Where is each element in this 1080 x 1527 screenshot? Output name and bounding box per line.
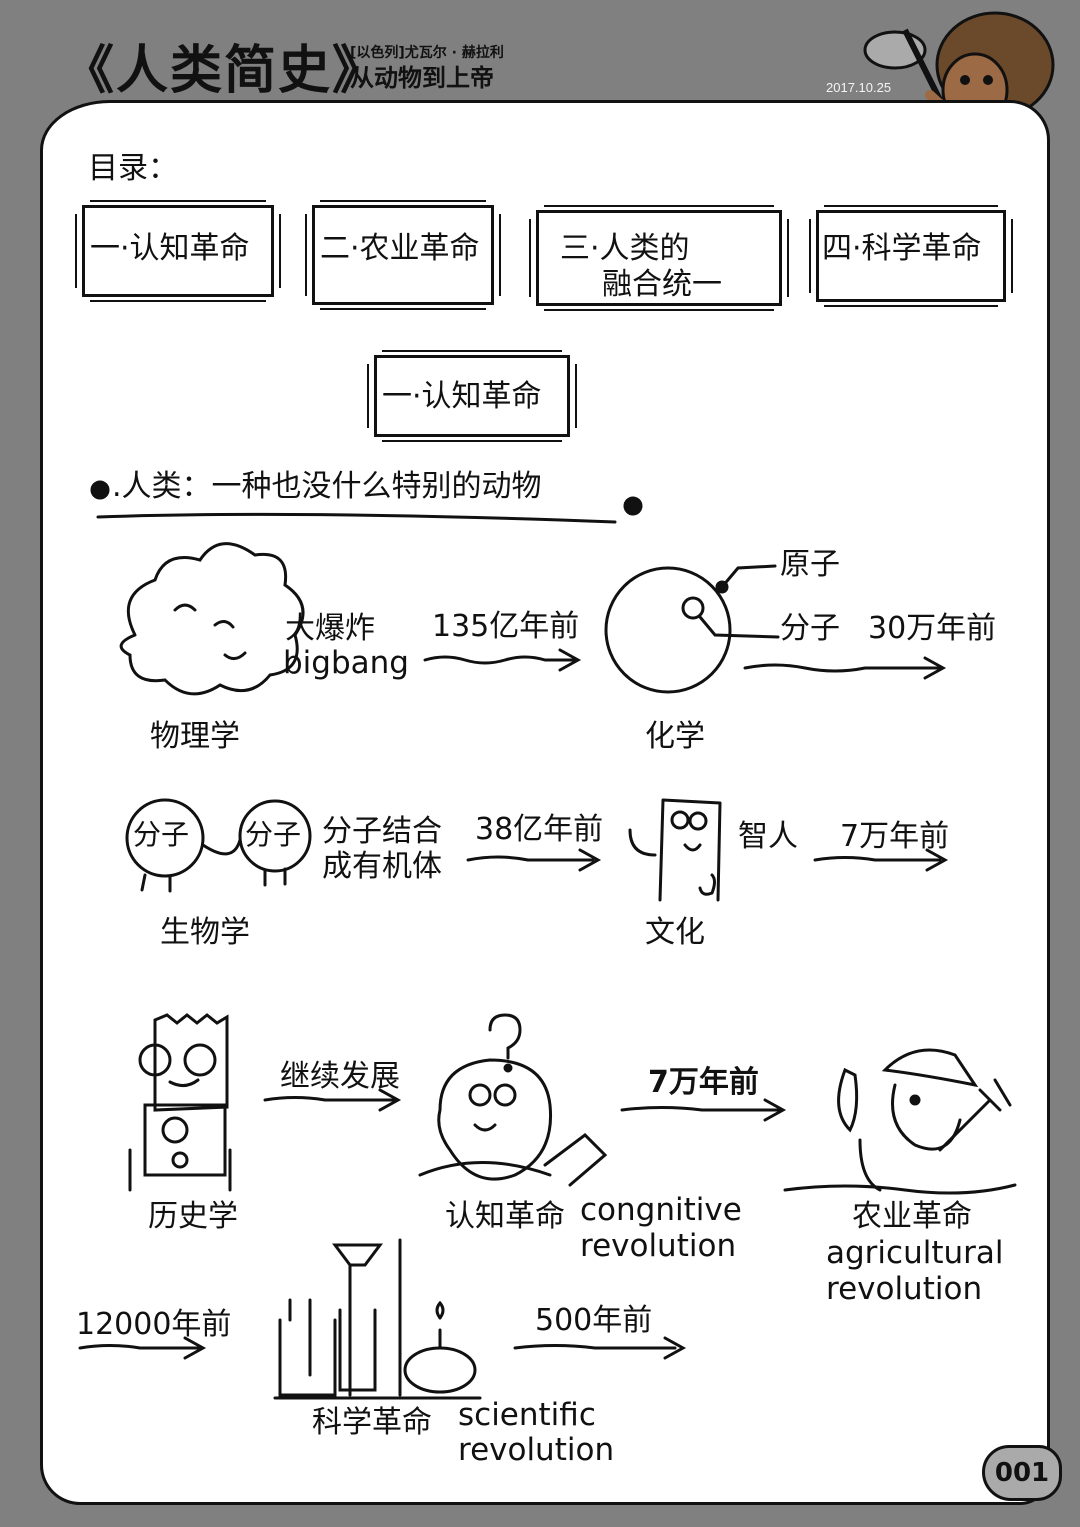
- toc-box-3: [529, 205, 789, 311]
- toc-item-2: 二·农业革命: [320, 231, 480, 266]
- molecule-a-label: 分子: [133, 818, 190, 851]
- sapiens-label: 智人: [738, 819, 798, 854]
- organism-label-2: 成有机体: [322, 849, 442, 884]
- agri-en-label-1: agricultural: [826, 1235, 1004, 1271]
- time-label-70k-2: 7万年前: [648, 1065, 759, 1100]
- time-label-12000: 12000年前: [76, 1307, 232, 1342]
- time-label-70k: 7万年前: [840, 819, 950, 854]
- sci-en-label-1: scientific: [458, 1397, 596, 1433]
- cognitive-cn-label: 认知革命: [445, 1199, 565, 1234]
- molecule-b-label: 分子: [245, 818, 302, 851]
- book-title: 《人类简史》: [62, 41, 387, 101]
- time-label-13.5b: 135亿年前: [432, 609, 580, 644]
- culture-label: 文化: [645, 915, 705, 950]
- history-label: 历史学: [148, 1199, 238, 1234]
- physics-label: 物理学: [150, 719, 240, 754]
- section-title: 一·认知革命: [382, 379, 542, 414]
- toc-box-4: [809, 205, 1013, 307]
- time-label-500: 500年前: [535, 1303, 653, 1338]
- molecule-label: 分子: [780, 611, 840, 646]
- author-name: [以色列]尤瓦尔 · 赫拉利: [350, 45, 504, 61]
- agri-en-label-2: revolution: [826, 1271, 983, 1307]
- note-date: 2017.10.25: [826, 80, 892, 95]
- continue-label: 继续发展: [280, 1059, 400, 1094]
- cognitive-en-label-1: congnitive: [580, 1192, 742, 1228]
- toc-item-4: 四·科学革命: [822, 231, 982, 266]
- page-number: 001: [982, 1445, 1062, 1501]
- agri-cn-label: 农业革命: [852, 1199, 972, 1234]
- organism-label-1: 分子结合: [322, 814, 442, 849]
- bigbang-cn-label: 大爆炸: [285, 611, 375, 646]
- toc-item-1: 一·认知革命: [90, 231, 250, 266]
- toc-item-3b: 融合统一: [602, 267, 722, 302]
- cognitive-en-label-2: revolution: [580, 1228, 737, 1264]
- atom-label: 原子: [780, 547, 840, 582]
- sci-cn-label: 科学革命: [312, 1405, 432, 1440]
- toc-box-2: [305, 200, 501, 310]
- biology-label: 生物学: [160, 915, 250, 950]
- bigbang-en-label: bigbang: [283, 645, 409, 681]
- section-box: [367, 350, 577, 442]
- toc-item-3a: 三·人类的: [560, 231, 690, 266]
- time-label-300k: 30万年前: [868, 611, 997, 646]
- toc-box-1: [75, 200, 281, 302]
- time-label-3.8b: 38亿年前: [475, 812, 604, 847]
- book-subtitle: 从动物到上帝: [350, 64, 494, 92]
- chemistry-label: 化学: [645, 719, 705, 754]
- section-point: .人类：一种也没什么特别的动物: [112, 469, 542, 504]
- toc-label: 目录：: [88, 151, 178, 186]
- paper-sheet: [40, 100, 1050, 1505]
- sci-en-label-2: revolution: [458, 1432, 615, 1468]
